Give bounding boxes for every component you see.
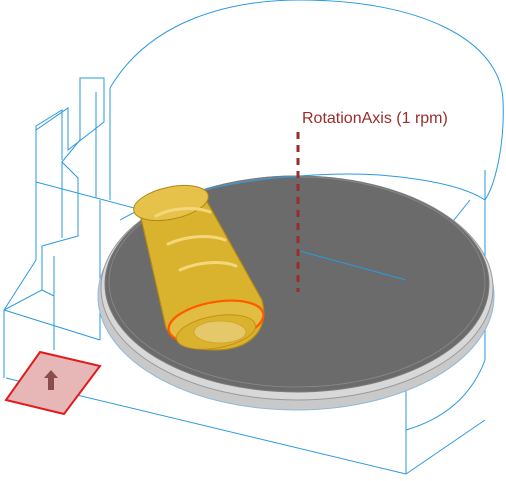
cylinder-top-arc	[109, 0, 504, 201]
left-step-outline-2	[3, 182, 37, 378]
overlay-edge-a	[295, 249, 407, 281]
inlet-boundary[interactable]	[4, 350, 102, 416]
left-edge-g	[3, 309, 101, 341]
left-box-c	[35, 109, 63, 160]
left-edge-f	[41, 289, 55, 297]
capsule-highlight-3	[178, 261, 238, 272]
capsule-bottom-face	[193, 320, 247, 344]
rotation-axis-label: RotationAxis (1 rpm)	[302, 110, 448, 127]
capsule-container[interactable]	[131, 179, 267, 354]
capsule-top-cap	[133, 184, 209, 222]
capsule-highlight-2	[166, 235, 227, 246]
left-box-b	[41, 160, 79, 247]
right-diagonal-edge-2	[405, 419, 486, 475]
arrow-up-icon	[44, 370, 58, 390]
left-step-outline	[35, 77, 105, 182]
capsule-highlight-1	[154, 207, 212, 218]
rotation-axis[interactable]: RotationAxis (1 rpm)	[296, 110, 448, 292]
cylinder-bottom-arc	[405, 359, 486, 431]
